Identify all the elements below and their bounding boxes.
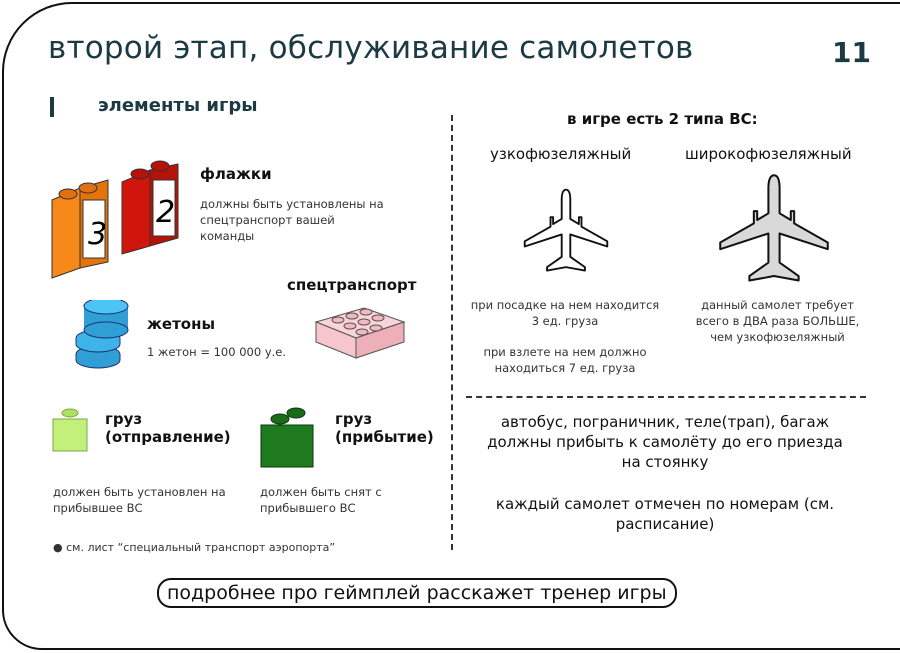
wide-desc: данный самолет требует всего в ДВА раза … [695,298,860,344]
flag-digit: 2 [156,195,175,230]
tokens-title: жетоны [147,315,216,333]
bullet-icon: ● [53,541,67,554]
vehicle-title: спецтранспорт [287,276,417,294]
vehicle-brick-icon [314,307,406,359]
cargo-in-title: груз (прибытие) [335,410,434,446]
horizontal-divider [466,396,866,398]
vertical-divider [451,115,453,550]
page-number: 11 [832,36,871,69]
flag-bricks-icon: 3 2 [51,160,179,279]
cargo-out-icon [52,408,88,452]
narrow-label: узкофюзеляжный [490,145,632,163]
flags-title: флажки [200,165,272,183]
planes-heading: в игре есть 2 типа ВС: [567,110,758,128]
flags-desc: должны быть установлены на спецтранспорт… [200,197,384,243]
cargo-out-desc: должен быть установлен на прибывшее ВС [53,485,226,515]
wide-label: широкофюзеляжный [685,145,852,163]
narrow-desc-landing: при посадке на нем находится 3 ед. груза [470,298,660,328]
rule-arrival: автобус, пограничник, теле(трап), багаж … [487,413,843,471]
note-text: см. лист “специальный транспорт аэропорт… [66,541,336,554]
tokens-desc: 1 жетон = 100 000 у.е. [147,345,287,359]
flag-card [82,199,106,259]
narrow-desc-takeoff: при взлете на нем должно находиться 7 ед… [483,345,647,375]
section-title: элементы игры [98,95,258,116]
section-marker [50,97,54,117]
note: ● см. лист “специальный транспорт аэропо… [53,540,335,556]
widebody-plane-icon [719,174,829,282]
tokens-icon [75,300,129,369]
flag-digit: 3 [88,217,107,252]
rule-numbering: каждый самолет отмечен по номерам (см. р… [495,495,835,533]
cargo-in-desc: должен быть снят с прибывшего ВС [260,485,382,515]
footer-note: подробнее про геймплей расскажет тренер … [157,578,677,608]
page-title: второй этап, обслуживание самолетов [48,30,694,66]
cargo-in-icon [260,407,314,468]
narrowbody-plane-icon [523,188,609,272]
cargo-out-title: груз (отправление) [105,410,231,446]
